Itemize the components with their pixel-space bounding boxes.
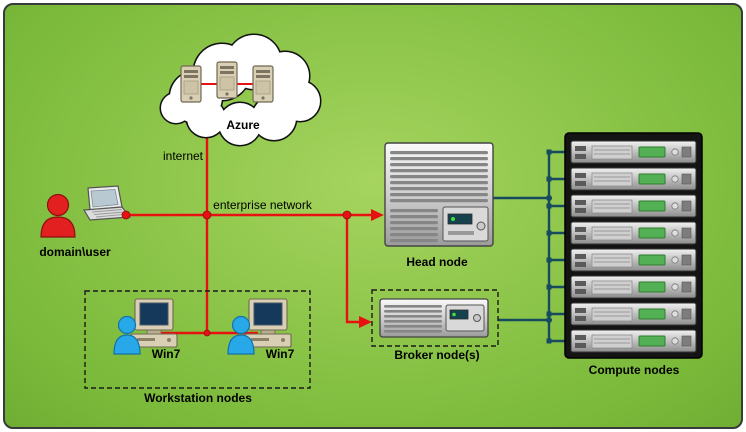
rack-server-icon	[570, 167, 697, 191]
rack-server-icon	[570, 329, 697, 353]
teal-connector-dots	[546, 149, 552, 344]
user-person-icon	[40, 193, 76, 238]
enterprise-network-label: enterprise network	[213, 198, 312, 212]
rack-server-icon	[570, 275, 697, 299]
win7-label: Win7	[151, 347, 181, 361]
rack-server-icon	[570, 248, 697, 272]
domain-user-label: domain\user	[39, 245, 111, 259]
red-junction-dots	[121, 210, 352, 337]
azure-label: Azure	[226, 118, 260, 132]
rack-server-icon	[570, 194, 697, 218]
compute-nodes-label: Compute nodes	[588, 363, 680, 377]
azure-server-tower-icon	[180, 65, 202, 103]
broker-node-label: Broker node(s)	[394, 348, 480, 362]
rack-server-icon	[570, 140, 697, 164]
workstation-icon	[227, 298, 292, 355]
azure-server-tower-icon	[252, 65, 274, 103]
red-arrowhead-icons	[359, 209, 384, 328]
broker-group-box	[371, 289, 499, 347]
rack-server-icon	[570, 302, 697, 326]
compute-rack-icon	[564, 132, 703, 359]
internet-label: internet	[162, 149, 204, 163]
cloud-icon	[159, 33, 322, 147]
laptop-icon	[82, 185, 132, 221]
head-node-icon	[384, 142, 494, 247]
rack-server-icon	[570, 221, 697, 245]
win7-label: Win7	[265, 347, 295, 361]
azure-server-tower-icon	[216, 61, 238, 99]
workstation-group-box	[84, 290, 311, 389]
workstation-group-label: Workstation nodes	[144, 391, 252, 405]
head-node-label: Head node	[406, 255, 468, 269]
teal-network-links	[493, 150, 567, 343]
broker-node-icon	[379, 298, 489, 338]
workstation-icon	[113, 298, 178, 355]
